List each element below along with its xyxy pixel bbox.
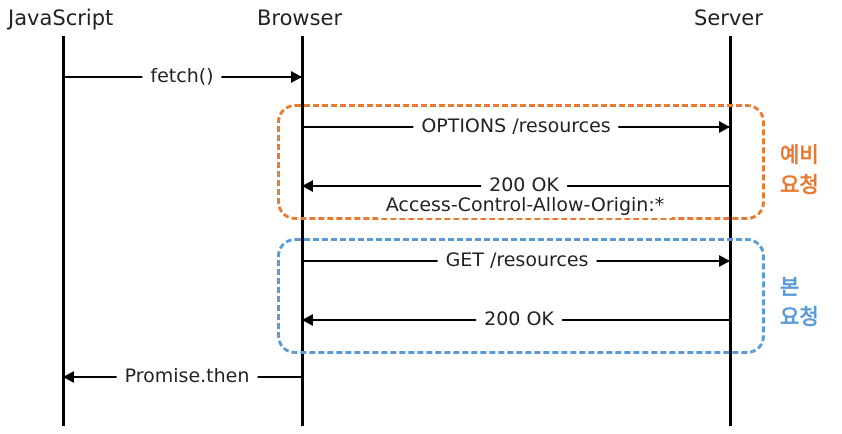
arrowhead-right-icon — [719, 255, 730, 267]
promise-then-label: Promise.then — [116, 363, 258, 389]
allow-origin-header: Access-Control-Allow-Origin:* — [377, 192, 673, 218]
preflight-label-line2: 요청 — [780, 173, 819, 197]
get-request-label: GET /resources — [437, 247, 597, 273]
arrowhead-right-icon — [291, 71, 302, 83]
main-response-label: 200 OK — [476, 306, 562, 332]
arrowhead-left-icon — [302, 314, 313, 326]
actor-browser: Browser — [257, 6, 343, 30]
options-request-label: OPTIONS /resources — [413, 113, 619, 139]
main-label-line1: 본 — [780, 275, 800, 299]
preflight-label-line1: 예비 — [780, 143, 819, 167]
main-request-box — [277, 238, 765, 354]
arrowhead-left-icon — [302, 180, 313, 192]
lifeline-javascript — [62, 36, 65, 426]
main-request-label: 본 요청 — [780, 272, 819, 332]
fetch-label: fetch() — [142, 63, 222, 89]
preflight-request-box — [277, 104, 765, 220]
preflight-request-label: 예비 요청 — [780, 140, 819, 200]
main-label-line2: 요청 — [780, 305, 819, 329]
actor-javascript: JavaScript — [8, 6, 114, 30]
lifeline-browser — [301, 36, 304, 426]
actor-server: Server — [694, 6, 763, 30]
lifeline-server — [729, 36, 732, 426]
arrowhead-left-icon — [63, 371, 74, 383]
arrowhead-right-icon — [719, 121, 730, 133]
